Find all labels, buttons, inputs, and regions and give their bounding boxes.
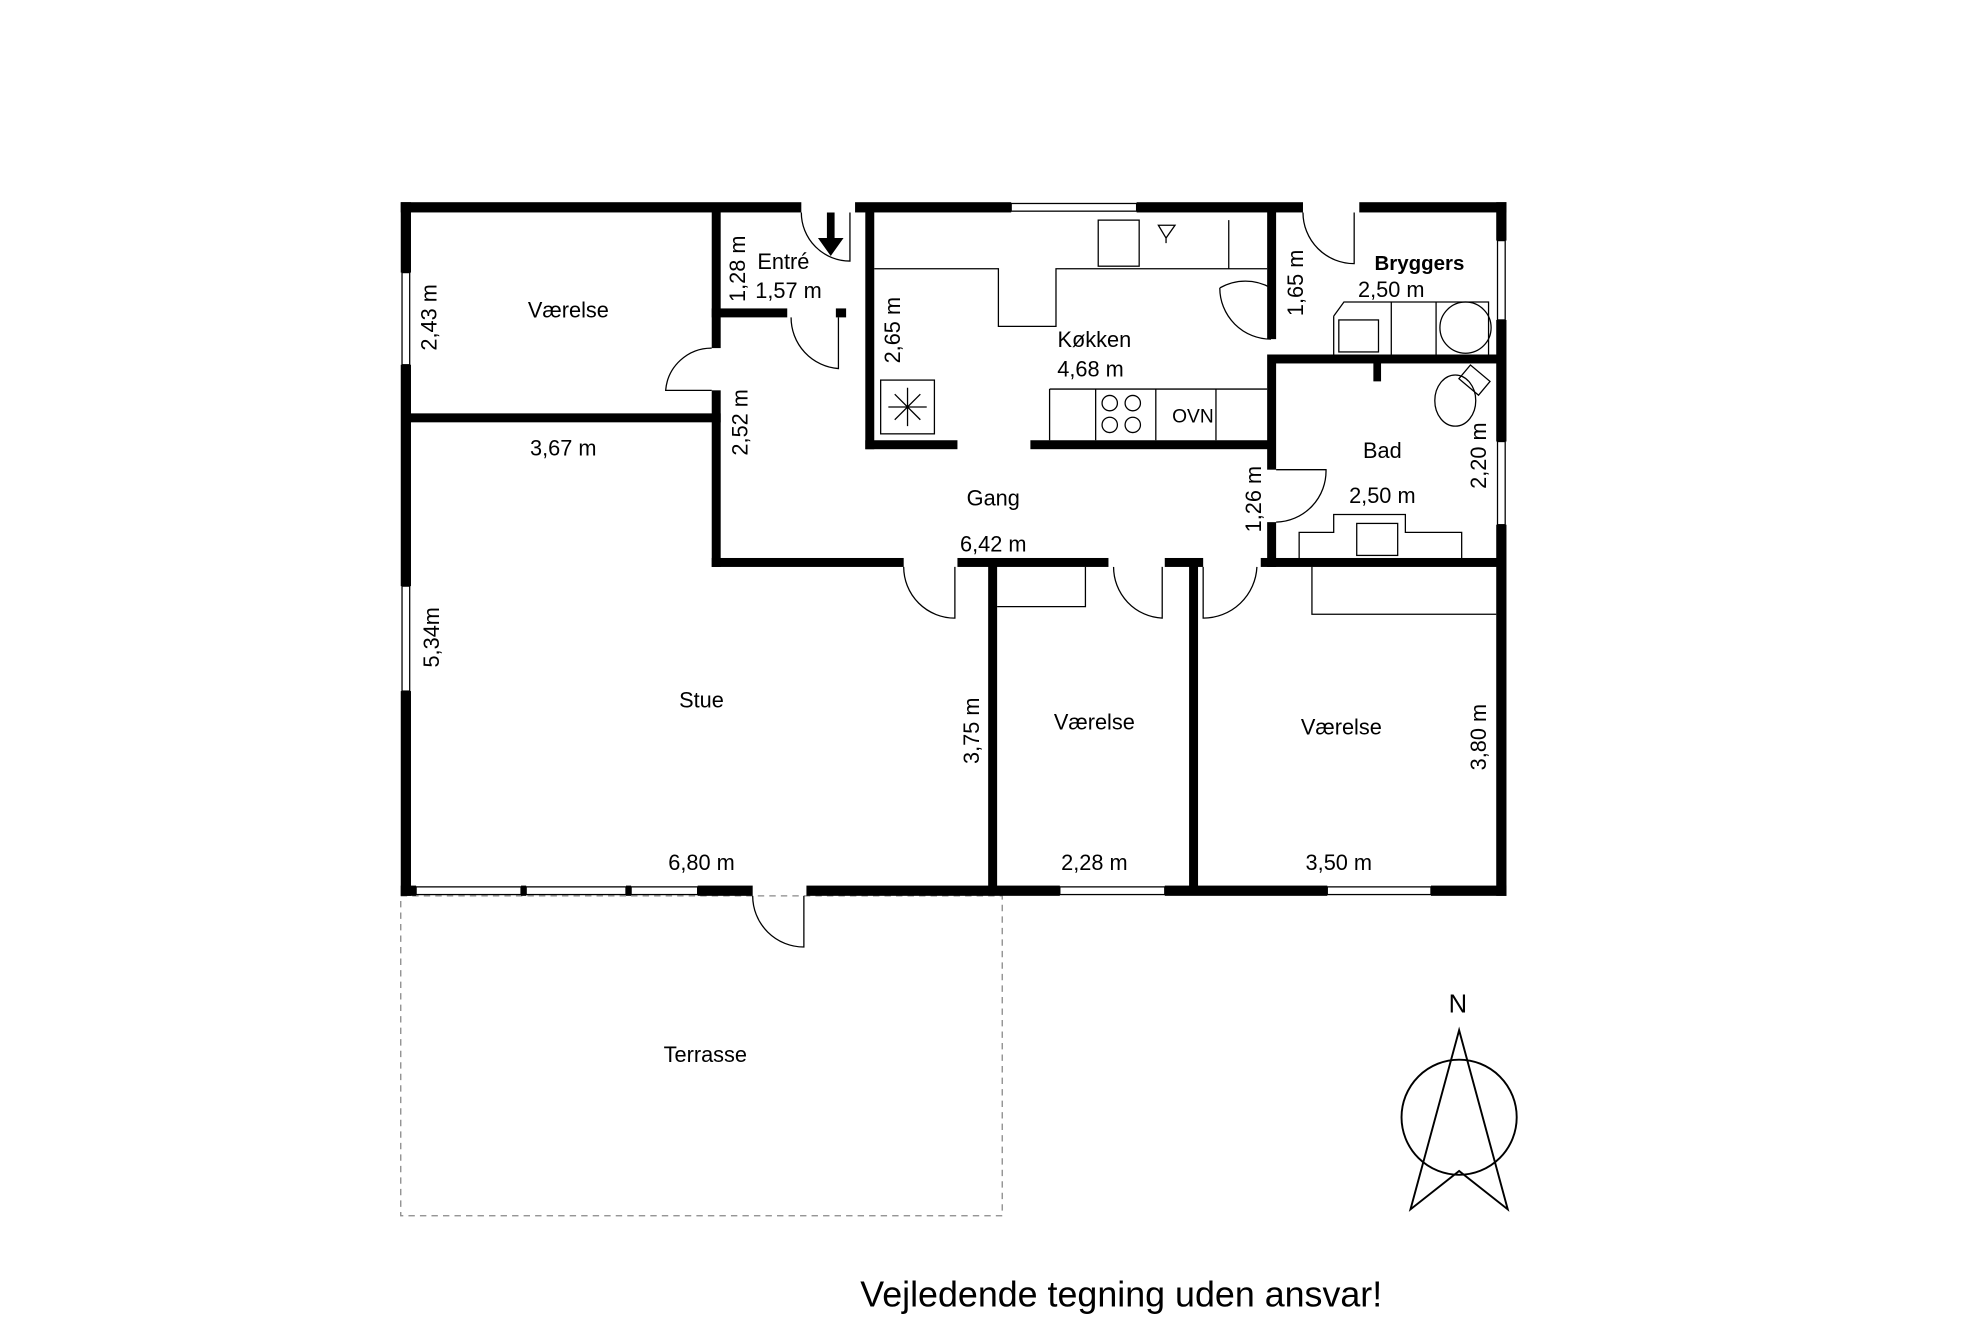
- dimension-label: 4,68 m: [1057, 356, 1124, 381]
- dimension-label: 2,50 m: [1358, 277, 1424, 302]
- compass-label: N: [1449, 990, 1467, 1018]
- room-name: Bryggers: [1375, 252, 1465, 275]
- dimension-label: 2,43 m: [417, 284, 442, 351]
- dimension-label: 1,26 m: [1241, 466, 1266, 533]
- room-name: Stue: [679, 688, 724, 713]
- dimension-label: 2,50 m: [1349, 483, 1415, 508]
- dimension-label: 2,20 m: [1466, 422, 1491, 489]
- room-name: Værelse: [528, 297, 609, 322]
- north-arrow-icon: N: [1400, 990, 1518, 1212]
- dimension-label: 2,65 m: [880, 297, 905, 364]
- oven-label: OVN: [1172, 406, 1214, 427]
- entrance-arrow-icon: [817, 212, 844, 256]
- room-name: Terrasse: [664, 1042, 747, 1067]
- walls: [400, 202, 1507, 896]
- dimension-label: 5,34m: [419, 607, 444, 667]
- doors: [664, 212, 1355, 948]
- room-name: Værelse: [1301, 715, 1382, 740]
- dimension-label: 2,52 m: [728, 389, 753, 456]
- room-name: Bad: [1363, 438, 1402, 463]
- dimension-label: 3,75 m: [959, 697, 984, 763]
- room-name: Køkken: [1058, 327, 1132, 352]
- dimension-label: 1,65 m: [1283, 250, 1308, 316]
- room-name: Gang: [967, 486, 1020, 511]
- dimension-label: 6,80 m: [668, 850, 735, 875]
- disclaimer: Vejledende tegning uden ansvar!: [860, 1275, 1382, 1315]
- fixtures: [874, 219, 1497, 615]
- dimension-label: 2,28 m: [1061, 850, 1128, 875]
- room-name: Entré: [757, 249, 809, 274]
- room-name: Værelse: [1054, 709, 1135, 734]
- dimension-label: 3,67 m: [530, 436, 597, 461]
- dimension-label: 1,57 m: [755, 278, 822, 303]
- dimension-label: 1,28 m: [725, 236, 750, 303]
- dimension-label: 3,50 m: [1306, 850, 1373, 875]
- dimension-label: 3,80 m: [1466, 704, 1491, 771]
- dimension-label: 6,42 m: [960, 532, 1027, 557]
